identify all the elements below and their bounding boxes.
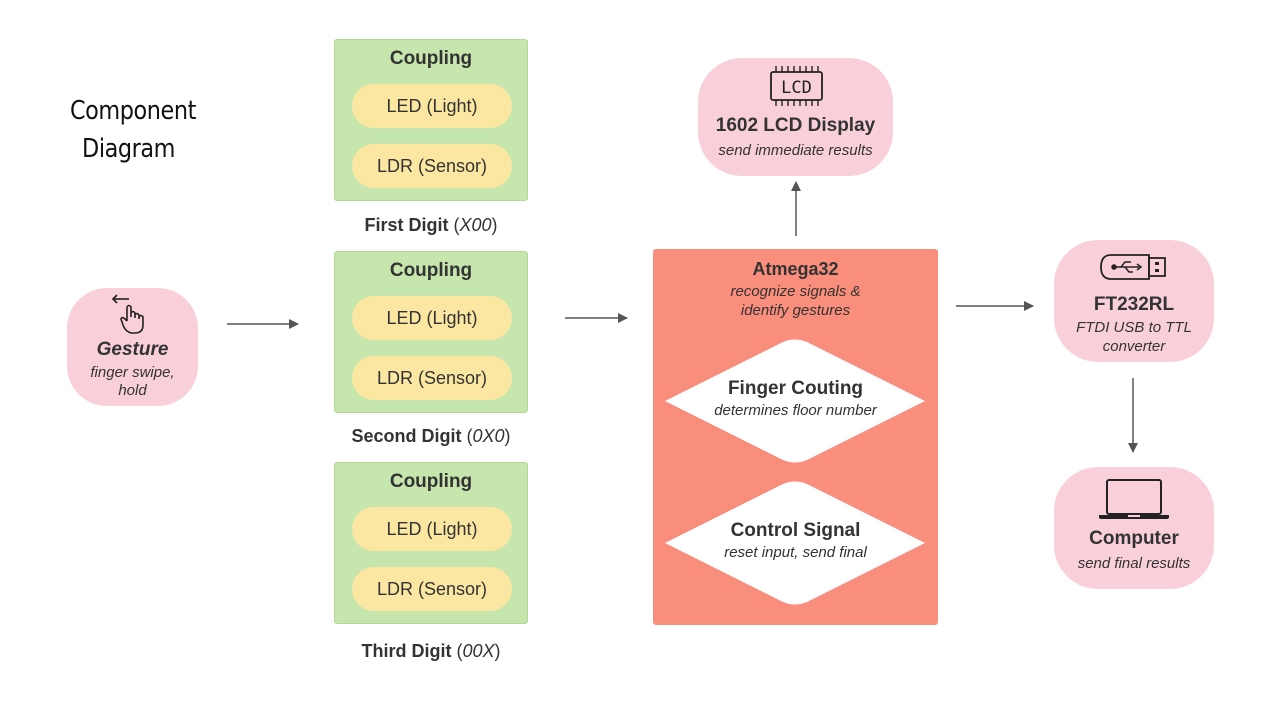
led-pill: LED (Light)	[352, 507, 512, 551]
digit-code: 0X0	[472, 426, 505, 446]
mcu-subtitle-1: recognize signals &	[730, 283, 861, 300]
ftdi-title: FT232RL	[1093, 294, 1175, 315]
lcd-title: 1602 LCD Display	[715, 115, 876, 136]
mcu-title: Atmega32	[752, 259, 839, 279]
diagram-title: Component Diagram	[70, 92, 196, 168]
coupling-head: Coupling	[389, 48, 473, 69]
ft232rl-node: FT232RL FTDI USB to TTL converter	[1054, 240, 1214, 362]
coupling-head: Coupling	[389, 471, 473, 492]
second-digit-label: Second Digit (0X0)	[351, 426, 511, 446]
computer-title: Computer	[1089, 528, 1179, 549]
swipe-hand-icon	[111, 294, 144, 334]
ftdi-subtitle-1: FTDI USB to TTL	[1076, 319, 1192, 336]
computer-subtitle: send final results	[1077, 555, 1191, 572]
ftdi-subtitle-2: converter	[1102, 338, 1166, 355]
digit-name: Second Digit	[351, 426, 462, 446]
third-digit-label: Third Digit (00X)	[361, 641, 501, 661]
control-signal-diamond	[665, 481, 925, 605]
led-pill: LED (Light)	[352, 296, 512, 340]
atmega32-block: Atmega32 recognize signals & identify ge…	[653, 249, 938, 625]
finger-counting-text: Finger Couting determines floor number	[653, 378, 938, 419]
gesture-subtitle-2: hold	[118, 382, 147, 399]
finger-title: Finger Couting	[727, 378, 864, 399]
digit-name: Third Digit	[361, 641, 452, 661]
digit-code: X00	[459, 215, 492, 235]
gesture-title: Gesture	[96, 339, 169, 360]
digit-name: First Digit	[364, 215, 449, 235]
coupling-first: Coupling LED (Light) LDR (Sensor)	[334, 39, 528, 201]
control-subtitle: reset input, send final	[724, 544, 867, 561]
ldr-pill: LDR (Sensor)	[352, 567, 512, 611]
digit-code: 00X	[462, 641, 495, 661]
coupling-third: Coupling LED (Light) LDR (Sensor)	[334, 462, 528, 624]
laptop-icon	[1099, 479, 1169, 519]
computer-node: Computer send final results	[1054, 467, 1214, 589]
finger-subtitle: determines floor number	[714, 402, 877, 419]
gesture-subtitle-1: finger swipe,	[90, 364, 175, 381]
coupling-head: Coupling	[389, 260, 473, 281]
first-digit-label: First Digit (X00)	[364, 215, 498, 235]
mcu-subtitle-2: identify gestures	[740, 302, 851, 319]
lcd-icon-text: LCD	[781, 78, 812, 98]
lcd-node: LCD 1602 LCD Display send immediate resu…	[698, 58, 893, 176]
control-title: Control Signal	[730, 520, 861, 541]
diamond-shapes	[665, 339, 925, 605]
ldr-pill: LDR (Sensor)	[352, 356, 512, 400]
lcd-chip-icon: LCD	[770, 66, 823, 106]
control-signal-text: Control Signal reset input, send final	[653, 520, 938, 561]
title-line-2: Diagram	[82, 134, 176, 164]
finger-counting-diamond	[665, 339, 925, 463]
led-pill: LED (Light)	[352, 84, 512, 128]
usb-stick-icon	[1100, 254, 1166, 280]
ldr-pill: LDR (Sensor)	[352, 144, 512, 188]
mcu-subtitle: recognize signals & identify gestures	[653, 282, 938, 320]
coupling-second: Coupling LED (Light) LDR (Sensor)	[334, 251, 528, 413]
gesture-node: Gesture finger swipe, hold	[67, 288, 198, 406]
title-line-1: Component	[70, 96, 196, 126]
lcd-subtitle: send immediate results	[718, 142, 873, 159]
